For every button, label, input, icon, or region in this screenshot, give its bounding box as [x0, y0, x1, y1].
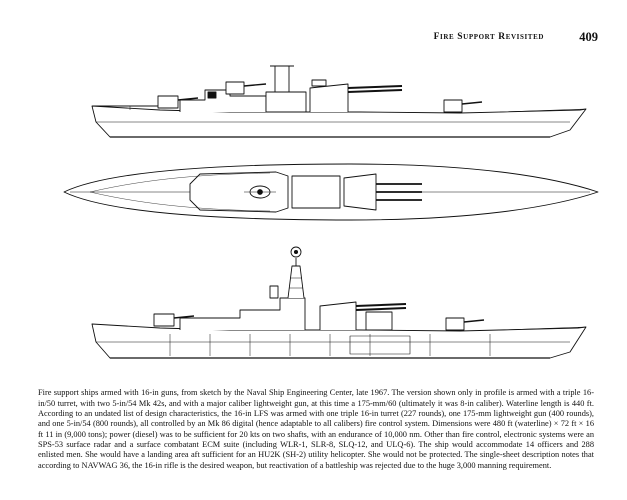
figure-caption: Fire support ships armed with 16-in guns… [38, 388, 594, 470]
ship-deck-plan [63, 163, 599, 221]
ship-profile-outboard [91, 65, 587, 138]
page-header: Fire Support Revisited 409 [0, 30, 598, 46]
ship-drawings [30, 52, 610, 378]
ship-profile-inboard [91, 246, 587, 359]
running-head: Fire Support Revisited [433, 32, 544, 42]
page-number: 409 [579, 30, 598, 44]
